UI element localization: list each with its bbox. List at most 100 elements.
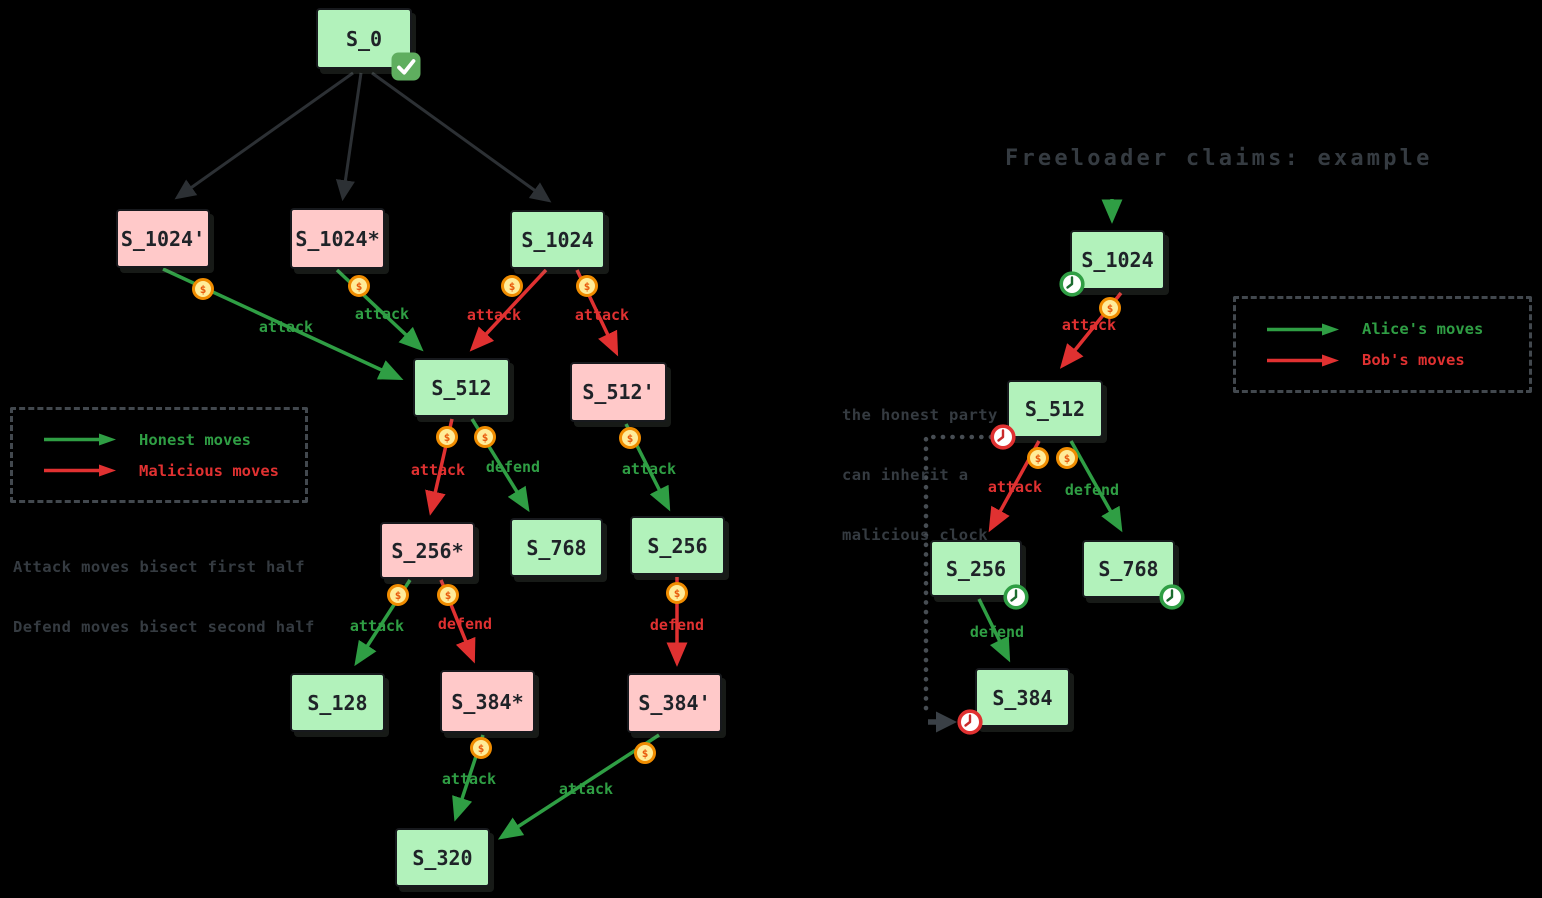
node-f512-label: S_512 <box>1024 397 1086 421</box>
node-f256-label: S_256 <box>945 556 1007 581</box>
coin-symbol: $ <box>1034 451 1042 465</box>
clock-inheritance-arrowhead <box>936 711 957 733</box>
node-s512prime-label: S_512' <box>582 380 655 404</box>
coin-symbol: $ <box>394 588 402 602</box>
node-s384prime: S_384' <box>627 673 722 733</box>
node-f768: S_768 <box>1082 540 1175 598</box>
red-arrow-icon <box>1267 354 1339 366</box>
node-s384prime-label: S_384' <box>638 691 711 715</box>
coin-icon: $ <box>437 584 459 606</box>
coin-symbol: $ <box>1063 451 1071 465</box>
inherit-clock-note-line1: the honest party <box>842 406 998 424</box>
inherit-clock-note-line3: malicious clock <box>842 526 988 544</box>
node-s384star: S_384* <box>440 670 535 733</box>
coin-symbol: $ <box>443 430 451 444</box>
edge-label-attack: attack <box>354 305 410 323</box>
legend-honest-label: Honest moves <box>139 430 251 449</box>
clock-icon-red-f384 <box>957 709 984 736</box>
bisection-note-line2: Defend moves bisect second half <box>13 618 315 636</box>
inherit-clock-note-line2: can inherit a <box>842 466 969 484</box>
node-s512: S_512 <box>413 358 510 417</box>
edge-label-attack: attack <box>349 617 405 635</box>
legend-row-bob: Bob's moves <box>1266 351 1529 369</box>
legend-alice-label: Alice's moves <box>1362 320 1484 338</box>
inherit-clock-note: the honest party can inherit a malicious… <box>842 365 998 585</box>
node-f1024: S_1024 <box>1070 230 1165 290</box>
coin-symbol: $ <box>355 279 363 293</box>
node-s1024-label: S_1024 <box>521 227 594 252</box>
coin-icon: $ <box>436 426 458 448</box>
node-f384-label: S_384 <box>992 685 1053 710</box>
node-s768-label: S_768 <box>526 535 587 560</box>
node-s128-label: S_128 <box>307 690 368 715</box>
coin-symbol: $ <box>1106 301 1114 315</box>
legend-bob-label: Bob's moves <box>1362 351 1465 369</box>
legend-row-malicious: Malicious moves <box>43 462 305 480</box>
node-f384: S_384 <box>975 668 1070 727</box>
coin-symbol: $ <box>641 746 649 760</box>
coin-icon: $ <box>348 275 370 297</box>
edge-label-defend: defend <box>1064 481 1120 499</box>
coin-icon: $ <box>634 742 656 764</box>
node-s0-label: S_0 <box>345 26 383 51</box>
coin-icon: $ <box>470 737 492 759</box>
edge-f256-f384-defend <box>977 598 1011 663</box>
node-s128: S_128 <box>290 673 385 732</box>
clock-icon-green-f768 <box>1159 584 1186 611</box>
coin-icon: $ <box>619 427 641 449</box>
edge-s1024-s512-attack <box>469 268 548 352</box>
node-s320-label: S_320 <box>412 845 473 870</box>
node-s0: S_0 <box>316 8 412 69</box>
edge-label-attack: attack <box>441 770 497 788</box>
edge-label-attack: attack <box>258 318 314 336</box>
edge-s0-s1024star <box>335 72 363 202</box>
edge-label-attack: attack <box>621 460 677 478</box>
clock-icon-red-f512 <box>990 424 1017 451</box>
coin-symbol: $ <box>477 741 485 755</box>
coin-symbol: $ <box>199 282 207 296</box>
edge-label-attack: attack <box>574 306 630 324</box>
node-f512: S_512 <box>1007 380 1103 438</box>
node-f768-label: S_768 <box>1098 557 1159 581</box>
coin-symbol: $ <box>673 586 681 600</box>
right-legend: Alice's moves Bob's moves <box>1233 296 1532 393</box>
bisection-note: Attack moves bisect first half Defend mo… <box>13 517 315 677</box>
coin-symbol: $ <box>626 431 634 445</box>
node-s256-label: S_256 <box>647 533 708 558</box>
clock-inheritance-dotted-path <box>923 434 994 717</box>
legend-row-honest: Honest moves <box>43 431 305 449</box>
node-s256: S_256 <box>630 516 725 575</box>
node-f256: S_256 <box>930 540 1022 597</box>
edge-s0-s1024 <box>371 71 552 203</box>
coin-symbol: $ <box>444 588 452 602</box>
coin-icon: $ <box>501 275 523 297</box>
edge-label-defend: defend <box>969 623 1025 641</box>
node-s1024prime: S_1024' <box>116 209 210 268</box>
edge-label-attack: attack <box>1061 316 1117 334</box>
edge-label-attack: attack <box>466 306 522 324</box>
edge-label-attack: attack <box>987 478 1043 496</box>
green-arrow-icon <box>1267 323 1339 335</box>
edge-f512-f768-defend <box>1069 440 1123 533</box>
node-s512prime: S_512' <box>570 362 667 422</box>
legend-row-alice: Alice's moves <box>1266 320 1529 338</box>
node-s1024: S_1024 <box>510 210 605 269</box>
green-arrow-icon <box>44 433 116 446</box>
node-s256star-label: S_256* <box>391 538 464 563</box>
node-s768: S_768 <box>510 518 603 577</box>
node-f1024-label: S_1024 <box>1081 248 1154 272</box>
coin-icon: $ <box>474 426 496 448</box>
edge-label-attack: attack <box>558 780 614 798</box>
edge-label-defend: defend <box>649 616 705 634</box>
coin-symbol: $ <box>481 430 489 444</box>
edge-label-defend: defend <box>485 458 541 476</box>
node-s512-label: S_512 <box>431 375 492 400</box>
coin-icon: $ <box>1027 447 1049 469</box>
coin-icon: $ <box>666 582 688 604</box>
coin-icon: $ <box>387 584 409 606</box>
coin-icon: $ <box>576 275 598 297</box>
red-arrow-icon <box>44 464 116 477</box>
coin-symbol: $ <box>508 279 516 293</box>
edge-s0-s1024prime <box>174 71 354 200</box>
